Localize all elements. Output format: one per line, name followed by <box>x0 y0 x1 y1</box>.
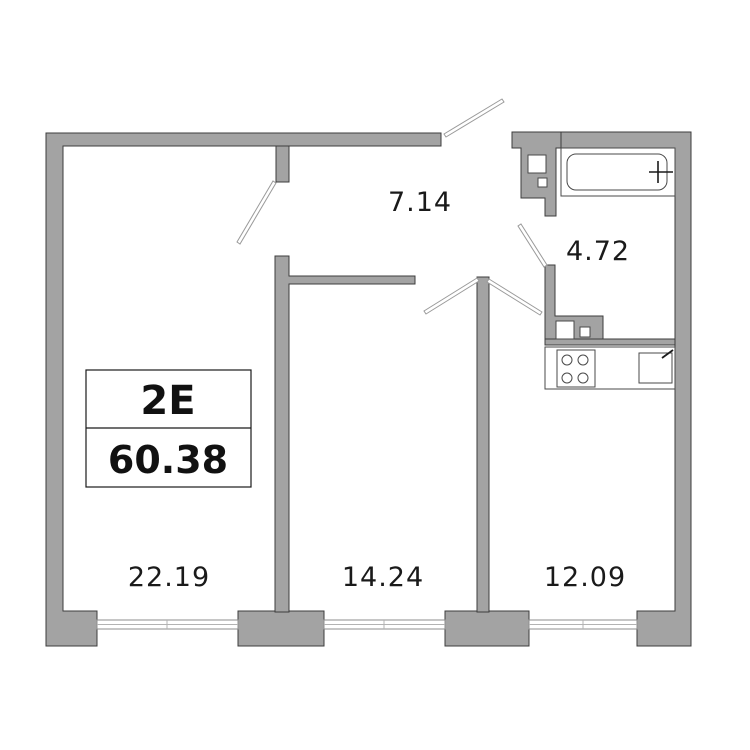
room-labels: 7.14 4.72 22.19 14.24 12.09 <box>128 187 630 593</box>
windows <box>96 619 638 630</box>
toilet <box>555 320 575 340</box>
kitchen-sink <box>638 349 674 384</box>
doors <box>236 98 548 316</box>
wall-bath-kitchen <box>544 338 676 346</box>
living-room-door <box>236 180 277 245</box>
window-kitchen <box>528 619 638 630</box>
entrance-door <box>443 98 505 138</box>
washbasin-drain <box>537 177 548 188</box>
hallway-area-label: 7.14 <box>388 187 452 218</box>
left-wall <box>45 132 442 647</box>
bathroom-door <box>517 223 548 268</box>
bedroom-area-label: 14.24 <box>342 562 424 593</box>
wall-living-bedroom <box>274 255 416 613</box>
bottom-pier-1 <box>237 610 325 647</box>
kitchen-door <box>486 278 543 316</box>
apartment-type: 2E <box>140 378 195 424</box>
bathtub <box>560 147 676 197</box>
window-bedroom <box>323 619 446 630</box>
bottom-pier-2 <box>444 610 530 647</box>
bath-wall-upper <box>511 131 562 217</box>
bathroom-fixtures <box>527 147 676 340</box>
washbasin <box>527 154 547 174</box>
stove <box>556 349 596 388</box>
window-living-room <box>96 619 239 630</box>
living-room-area-label: 22.19 <box>128 562 210 593</box>
wall-stub-top <box>275 145 290 183</box>
wall-bedroom-kitchen <box>476 276 490 613</box>
bathroom-area-label: 4.72 <box>566 236 630 267</box>
kitchen-fixtures <box>544 346 676 390</box>
kitchen-area-label: 12.09 <box>544 562 626 593</box>
bedroom-door <box>423 277 480 315</box>
toilet-cistern <box>579 326 591 338</box>
apartment-total-area: 60.38 <box>108 438 228 482</box>
apartment-badge: 2E 60.38 <box>85 369 252 488</box>
